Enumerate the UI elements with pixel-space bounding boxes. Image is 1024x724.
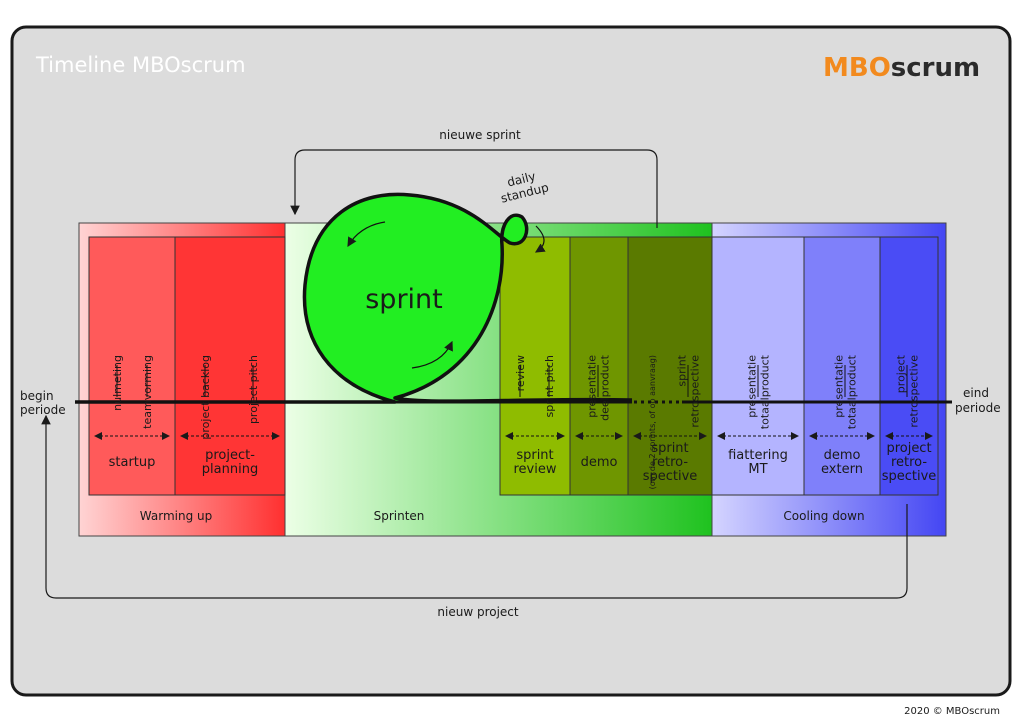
box-label: project — [886, 441, 931, 456]
sprint-label: sprint — [365, 284, 443, 315]
mboscrum-logo: MBOscrum — [823, 53, 980, 83]
column-sprint-review — [499, 236, 571, 496]
standup-cycle-arrow — [534, 225, 546, 253]
activity-label: (om de 2 sprints, of op aanvraag) — [648, 355, 657, 489]
nieuw-project-label: nieuw project — [437, 605, 519, 619]
box-label: sprint — [516, 448, 553, 463]
sprint-cycle-arrow-top — [347, 221, 386, 248]
box-label: spective — [643, 469, 698, 484]
box-label: demo — [824, 448, 861, 463]
box-label: project- — [205, 448, 255, 463]
activity-label: teamvorming — [141, 355, 154, 429]
activity-label: project — [895, 354, 908, 393]
activity-label: project backlog — [199, 355, 212, 440]
activity-label: project pitch — [247, 355, 260, 424]
sprint-cycle-arrow-bottom — [411, 340, 453, 369]
phase-label-cooling: Cooling down — [783, 509, 864, 523]
footer-copyright: 2020 © MBOscrum — [904, 706, 1000, 717]
box-label: sprint — [651, 441, 688, 456]
phase-label-warming: Warming up — [140, 509, 212, 523]
column-sprint-retro — [627, 236, 713, 496]
activity-label: totaalproduct — [846, 354, 859, 429]
activity-label: nulmeting — [111, 355, 124, 411]
box-label: MT — [748, 462, 767, 477]
activity-label: sprint pitch — [543, 355, 556, 417]
activity-label: retrospective — [908, 355, 921, 428]
nieuwe-sprint-arrow — [290, 149, 658, 228]
activity-label: sprint — [676, 354, 689, 386]
box-label: demo — [581, 455, 618, 470]
end-label-line2: periode — [955, 401, 1001, 415]
column-project-retro — [879, 236, 939, 496]
box-label: spective — [882, 469, 937, 484]
column-demo — [569, 236, 629, 496]
activity-labels: nulmeting teamvorming project backlog proje… — [111, 354, 921, 489]
logo-scrum: scrum — [891, 53, 980, 83]
activity-label: presentatie — [833, 355, 846, 418]
sprint-loop — [75, 192, 633, 404]
svg-text:daily: daily — [506, 169, 537, 190]
box-label: planning — [202, 462, 258, 477]
column-startup — [88, 236, 176, 496]
page-title: Timeline MBOscrum — [35, 53, 246, 77]
box-label: review — [514, 462, 557, 477]
activity-label: review — [514, 355, 527, 391]
svg-text:MBOscrum: MBOscrum — [823, 53, 980, 83]
activity-label: totaalproduct — [759, 354, 772, 429]
logo-mbo: MBO — [823, 53, 891, 83]
box-label: fiattering — [728, 448, 788, 463]
box-label: retro- — [891, 455, 927, 470]
activity-label: retrospective — [689, 355, 702, 428]
activity-label: deelproduct — [599, 354, 612, 421]
nieuwe-sprint-label: nieuwe sprint — [439, 128, 521, 142]
box-label: extern — [821, 462, 863, 477]
activity-label: presentatie — [586, 355, 599, 418]
activity-label: presentatie — [746, 355, 759, 418]
begin-label-line1: begin — [20, 389, 54, 403]
phase-label-sprinten: Sprinten — [374, 509, 425, 523]
column-demo-extern — [803, 236, 881, 496]
box-label: startup — [109, 455, 156, 470]
nieuw-project-arrow — [41, 414, 908, 599]
column-projectplanning — [174, 236, 286, 496]
begin-label-line2: periode — [20, 403, 66, 417]
end-label-line1: eind — [963, 386, 989, 400]
box-label: retro- — [652, 455, 688, 470]
